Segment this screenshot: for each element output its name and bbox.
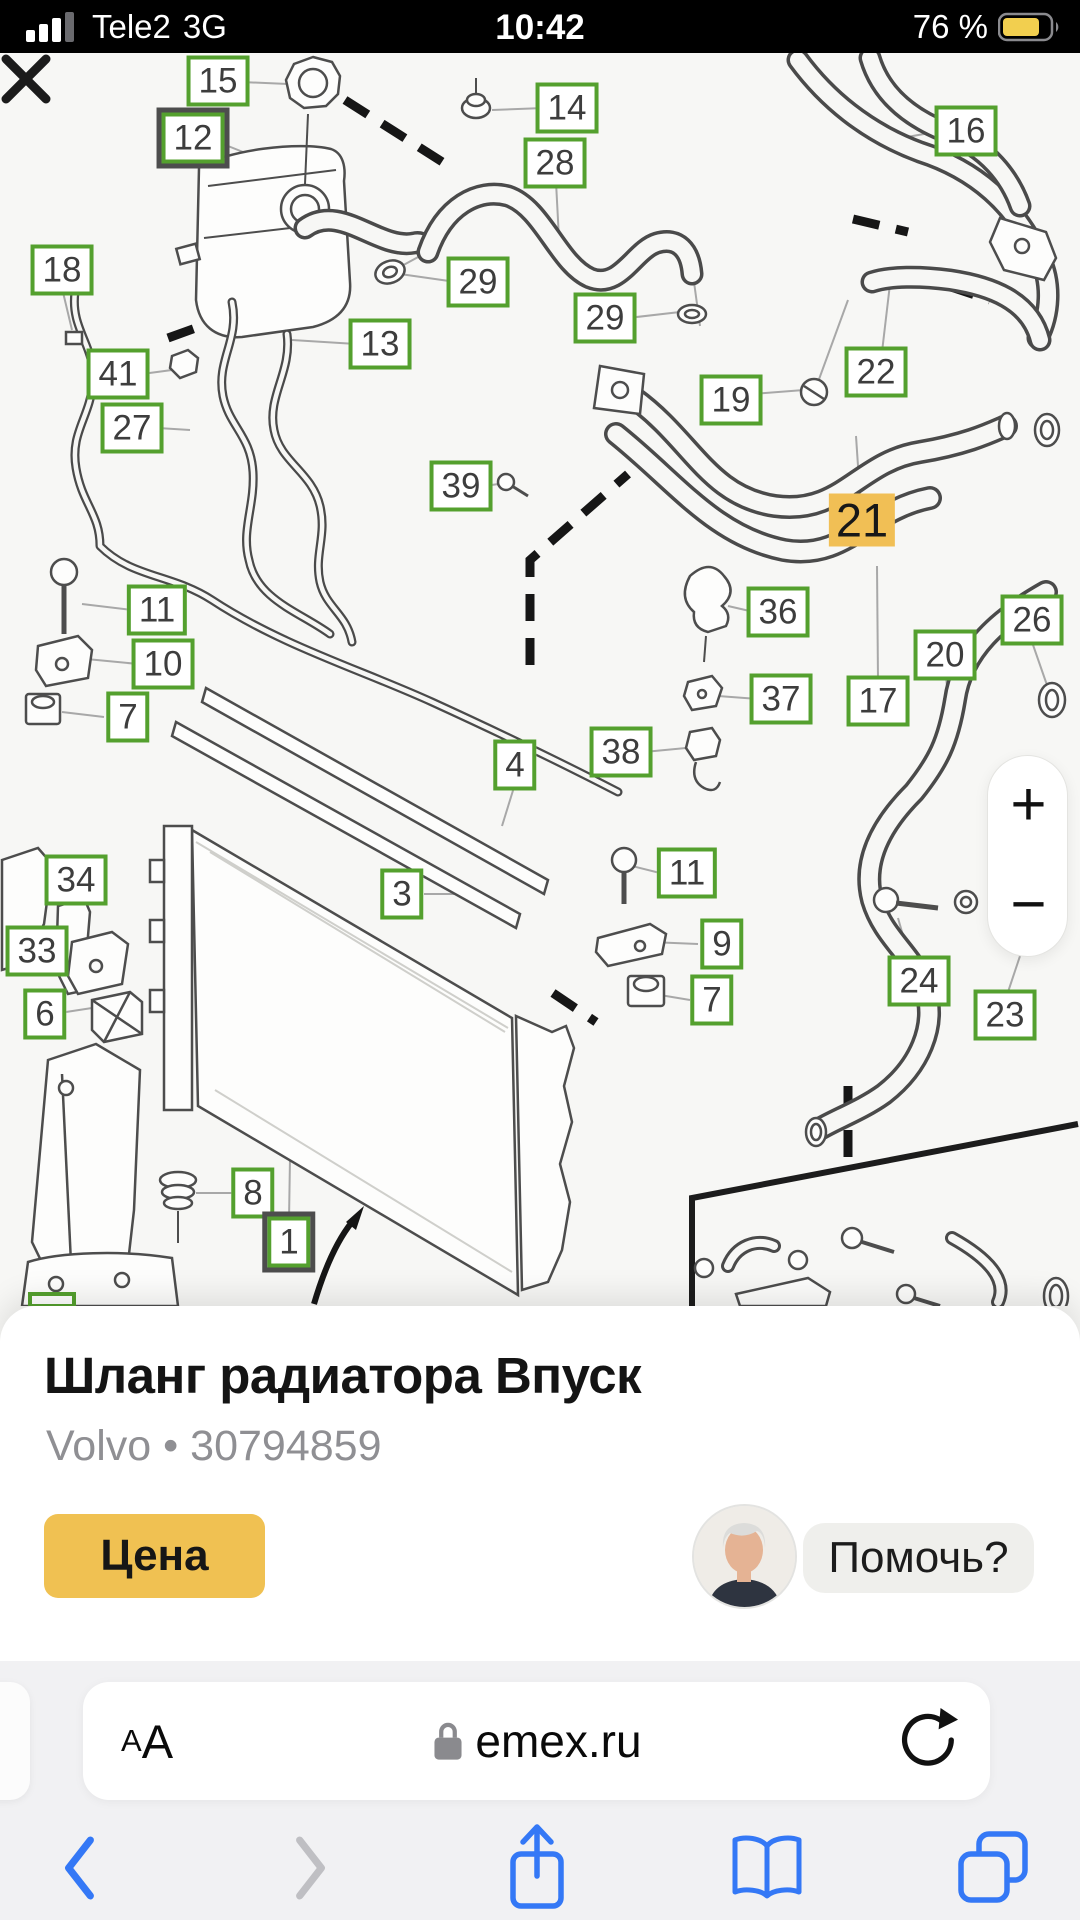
part-label-38[interactable]: 38 xyxy=(589,726,653,778)
product-brand: Volvo xyxy=(46,1422,152,1470)
part-label-20[interactable]: 20 xyxy=(913,629,977,681)
previous-tab-peek[interactable] xyxy=(0,1682,30,1800)
part-label-33[interactable]: 33 xyxy=(5,925,69,977)
text-size-small-a: А xyxy=(121,1723,142,1758)
product-subtitle: Volvo • 30794859 xyxy=(46,1422,382,1471)
part-label-3[interactable]: 3 xyxy=(380,868,424,920)
part-label-1[interactable]: 1 xyxy=(262,1211,316,1273)
part-label-19[interactable]: 19 xyxy=(699,374,763,426)
part-label-16[interactable]: 16 xyxy=(934,105,998,157)
back-icon[interactable] xyxy=(58,1835,102,1901)
subtitle-bullet: • xyxy=(163,1422,179,1470)
reload-icon[interactable] xyxy=(890,1706,960,1776)
product-part-number: 30794859 xyxy=(190,1422,382,1470)
clock: 10:42 xyxy=(495,8,585,47)
battery-percent: 76 % xyxy=(912,7,988,45)
part-label-14[interactable]: 14 xyxy=(535,82,599,134)
diagram-artwork xyxy=(0,53,1079,1306)
url-field[interactable]: emex.ru xyxy=(83,1682,990,1800)
part-label-7[interactable]: 7 xyxy=(690,974,734,1026)
status-bar: Tele2 3G 10:42 76 % xyxy=(0,0,1080,53)
part-label-22[interactable]: 22 xyxy=(844,346,908,398)
part-label-6[interactable]: 6 xyxy=(23,988,67,1040)
part-label-9[interactable]: 9 xyxy=(700,918,744,970)
part-label-27[interactable]: 27 xyxy=(100,402,164,454)
lock-icon xyxy=(434,1722,462,1760)
zoom-in-button[interactable]: + xyxy=(1010,770,1047,839)
bookmarks-icon[interactable] xyxy=(725,1832,809,1904)
product-sheet: Шланг радиатора Впуск Volvo • 30794859 Ц… xyxy=(0,1306,1080,1661)
part-label-10[interactable]: 10 xyxy=(131,638,195,690)
part-label-21[interactable]: 21 xyxy=(828,493,896,547)
part-label-13[interactable]: 13 xyxy=(348,318,412,370)
part-label-36[interactable]: 36 xyxy=(746,586,810,638)
support-avatar-image xyxy=(694,1506,795,1607)
part-label-37[interactable]: 37 xyxy=(749,673,813,725)
part-label-23[interactable]: 23 xyxy=(973,989,1037,1041)
price-button[interactable]: Цена xyxy=(44,1514,265,1598)
part-label-18[interactable]: 18 xyxy=(30,244,94,296)
part-label-41[interactable]: 41 xyxy=(86,348,150,400)
part-label-17[interactable]: 17 xyxy=(846,675,910,727)
zoom-controls: + − xyxy=(987,755,1068,957)
close-icon[interactable] xyxy=(0,53,52,105)
part-label-7[interactable]: 7 xyxy=(106,691,150,743)
part-label-24[interactable]: 24 xyxy=(887,955,951,1007)
domain-label: emex.ru xyxy=(475,1715,642,1767)
text-size-large-a: А xyxy=(141,1714,174,1768)
help-button[interactable]: Помочь? xyxy=(803,1523,1034,1593)
part-label-29[interactable]: 29 xyxy=(573,292,637,344)
product-title: Шланг радиатора Впуск xyxy=(44,1347,642,1404)
support-avatar xyxy=(692,1504,797,1609)
part-label-28[interactable]: 28 xyxy=(523,137,587,189)
forward-icon[interactable] xyxy=(288,1835,332,1901)
part-label-34[interactable]: 34 xyxy=(44,854,108,906)
zoom-out-button[interactable]: − xyxy=(1010,870,1047,939)
share-icon[interactable] xyxy=(499,1820,575,1916)
carrier-label: Tele2 xyxy=(92,7,171,45)
part-label-12[interactable]: 12 xyxy=(156,107,230,169)
tabs-icon[interactable] xyxy=(953,1828,1033,1908)
part-label-39[interactable]: 39 xyxy=(429,460,493,512)
network-type-label: 3G xyxy=(182,7,227,45)
part-label-4[interactable]: 4 xyxy=(493,739,537,791)
part-label-15[interactable]: 15 xyxy=(186,55,250,107)
part-label-11[interactable]: 11 xyxy=(126,584,188,636)
part-label-8[interactable]: 8 xyxy=(231,1167,275,1219)
part-label-11[interactable]: 11 xyxy=(656,847,718,899)
part-label-29[interactable]: 29 xyxy=(446,256,510,308)
part-label-26[interactable]: 26 xyxy=(1000,594,1064,646)
battery-icon xyxy=(998,12,1059,41)
cellular-signal-icon xyxy=(26,11,74,42)
